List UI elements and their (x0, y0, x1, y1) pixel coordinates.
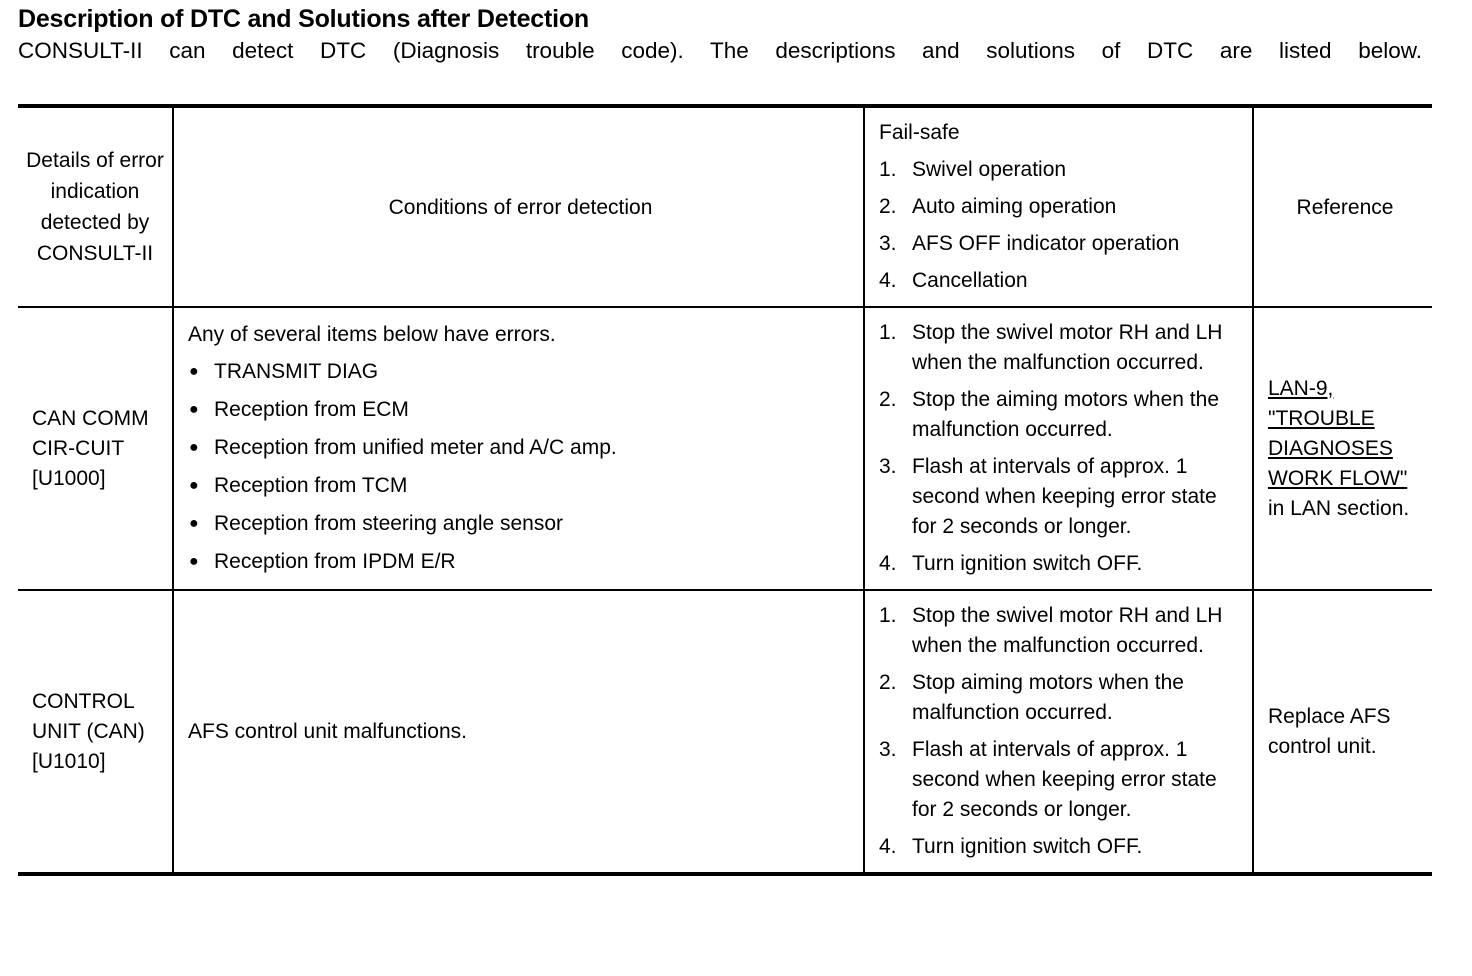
table-row: CAN COMM CIR-CUIT [U1000] Any of several… (18, 307, 1432, 591)
table-row: CONTROL UNIT (CAN) [U1010] AFS control u… (18, 590, 1432, 874)
failsafe-legend-item: 3. AFS OFF indicator operation (879, 229, 1242, 259)
failsafe-u1000: 1. Stop the swivel motor RH and LH when … (865, 308, 1252, 589)
dtc-code-u1000: CAN COMM CIR-CUIT [U1000] (32, 406, 149, 490)
table-header-row: Details of error indication detected by … (18, 106, 1432, 308)
failsafe-legend-item: 1. Swivel operation (879, 155, 1242, 185)
bullet-icon: ● (189, 514, 199, 532)
reference-tail-text: Replace AFS control unit. (1268, 704, 1391, 758)
list-text: Stop the swivel motor RH and LH when the… (912, 604, 1223, 657)
header-cell-failsafe: Fail-safe 1. Swivel operation 2. Auto ai… (863, 106, 1253, 308)
row-cell-reference: Replace AFS control unit. (1252, 590, 1432, 874)
list-number: 4. (879, 552, 897, 575)
list-text: Reception from ECM (214, 397, 409, 421)
bullet-icon: ● (189, 400, 199, 418)
list-number: 2. (879, 388, 897, 411)
reference-tail-text: in LAN section. (1268, 496, 1410, 520)
list-text: Stop the swivel motor RH and LH when the… (912, 321, 1223, 374)
list-text: Turn ignition switch OFF. (912, 835, 1143, 858)
failsafe-u1010: 1. Stop the swivel motor RH and LH when … (865, 591, 1252, 872)
conditions-lead-text: AFS control unit malfunctions. (188, 719, 467, 743)
row-cell-code: CAN COMM CIR-CUIT [U1000] (18, 307, 173, 591)
conditions-u1010: AFS control unit malfunctions. (174, 707, 863, 757)
list-item: 4. Turn ignition switch OFF. (879, 832, 1242, 862)
header-cell-code: Details of error indication detected by … (18, 106, 173, 308)
list-text: Turn ignition switch OFF. (912, 552, 1143, 575)
reference-u1000: LAN-9, "TROUBLE DIAGNOSES WORK FLOW" in … (1254, 364, 1432, 534)
conditions-lead-text: Any of several items below have errors. (188, 322, 556, 346)
list-text: Reception from IPDM E/R (214, 549, 456, 573)
row-cell-code: CONTROL UNIT (CAN) [U1010] (18, 590, 173, 874)
reference-u1010: Replace AFS control unit. (1254, 692, 1432, 772)
list-text: Cancellation (912, 269, 1028, 292)
list-text: Stop aiming motors when the malfunction … (912, 671, 1184, 724)
list-text: Reception from unified meter and A/C amp… (214, 435, 617, 459)
list-text: AFS OFF indicator operation (912, 232, 1180, 255)
list-number: 1. (879, 158, 897, 181)
list-number: 4. (879, 835, 897, 858)
bullet-icon: ● (189, 362, 199, 380)
column-header-conditions: Conditions of error detection (388, 195, 653, 219)
list-number: 2. (879, 195, 897, 218)
list-text: Auto aiming operation (912, 195, 1117, 218)
conditions-u1000: Any of several items below have errors. … (174, 310, 863, 588)
list-text: Flash at intervals of approx. 1 second w… (912, 455, 1217, 538)
failsafe-legend-item: 2. Auto aiming operation (879, 192, 1242, 222)
list-item: 3. Flash at intervals of approx. 1 secon… (879, 452, 1242, 542)
list-item: 3. Flash at intervals of approx. 1 secon… (879, 735, 1242, 825)
column-header-code: Details of error indication detected by … (26, 149, 164, 265)
list-item: 1. Stop the swivel motor RH and LH when … (879, 601, 1242, 661)
row-cell-failsafe: 1. Stop the swivel motor RH and LH when … (863, 307, 1253, 591)
row-cell-conditions: AFS control unit malfunctions. (172, 590, 864, 874)
list-item: 4. Turn ignition switch OFF. (879, 549, 1242, 579)
dtc-code-u1010: CONTROL UNIT (CAN) [U1010] (32, 689, 145, 773)
list-item: ● Reception from steering angle sensor (188, 507, 853, 540)
list-item: ● Reception from IPDM E/R (188, 545, 853, 578)
bullet-icon: ● (189, 476, 199, 494)
list-item: ● Reception from ECM (188, 393, 853, 426)
conditions-bullet-list: ● TRANSMIT DIAG ● Reception from ECM ● R… (188, 355, 853, 578)
list-item: ● Reception from unified meter and A/C a… (188, 431, 853, 464)
bullet-icon: ● (189, 438, 199, 456)
header-cell-conditions: Conditions of error detection (172, 106, 864, 308)
list-item: 2. Stop the aiming motors when the malfu… (879, 385, 1242, 445)
failsafe-list: 1. Stop the swivel motor RH and LH when … (879, 318, 1242, 579)
page-title: Description of DTC and Solutions after D… (18, 5, 589, 33)
header-cell-reference: Reference (1252, 106, 1432, 308)
column-header-reference: Reference (1296, 195, 1394, 219)
column-header-failsafe: Fail-safe 1. Swivel operation 2. Auto ai… (865, 108, 1252, 306)
failsafe-title: Fail-safe (879, 121, 960, 144)
list-text: Flash at intervals of approx. 1 second w… (912, 738, 1217, 821)
list-item: 2. Stop aiming motors when the malfuncti… (879, 668, 1242, 728)
list-number: 2. (879, 671, 897, 694)
list-text: Reception from steering angle sensor (214, 511, 564, 535)
list-number: 1. (879, 321, 897, 344)
list-number: 3. (879, 455, 897, 478)
bullet-icon: ● (189, 552, 199, 570)
list-item: 1. Stop the swivel motor RH and LH when … (879, 318, 1242, 378)
reference-link[interactable]: LAN-9, "TROUBLE DIAGNOSES WORK FLOW" (1268, 376, 1408, 490)
list-number: 3. (879, 232, 897, 255)
document-page: Description of DTC and Solutions after D… (0, 4, 1472, 976)
list-number: 4. (879, 269, 897, 292)
failsafe-legend-item: 4. Cancellation (879, 266, 1242, 296)
list-text: Stop the aiming motors when the malfunct… (912, 388, 1220, 441)
list-item: ● TRANSMIT DIAG (188, 355, 853, 388)
row-cell-reference: LAN-9, "TROUBLE DIAGNOSES WORK FLOW" in … (1252, 307, 1432, 591)
intro-paragraph: CONSULT-II can detect DTC (Diagnosis tro… (18, 38, 1422, 63)
failsafe-legend-list: 1. Swivel operation 2. Auto aiming opera… (879, 155, 1242, 296)
row-cell-failsafe: 1. Stop the swivel motor RH and LH when … (863, 590, 1253, 874)
row-cell-conditions: Any of several items below have errors. … (172, 307, 864, 591)
list-text: Reception from TCM (214, 473, 408, 497)
list-text: Swivel operation (912, 158, 1067, 181)
list-number: 3. (879, 738, 897, 761)
list-number: 1. (879, 604, 897, 627)
list-item: ● Reception from TCM (188, 469, 853, 502)
failsafe-list: 1. Stop the swivel motor RH and LH when … (879, 601, 1242, 862)
list-text: TRANSMIT DIAG (214, 359, 379, 383)
dtc-table: Details of error indication detected by … (18, 104, 1432, 876)
